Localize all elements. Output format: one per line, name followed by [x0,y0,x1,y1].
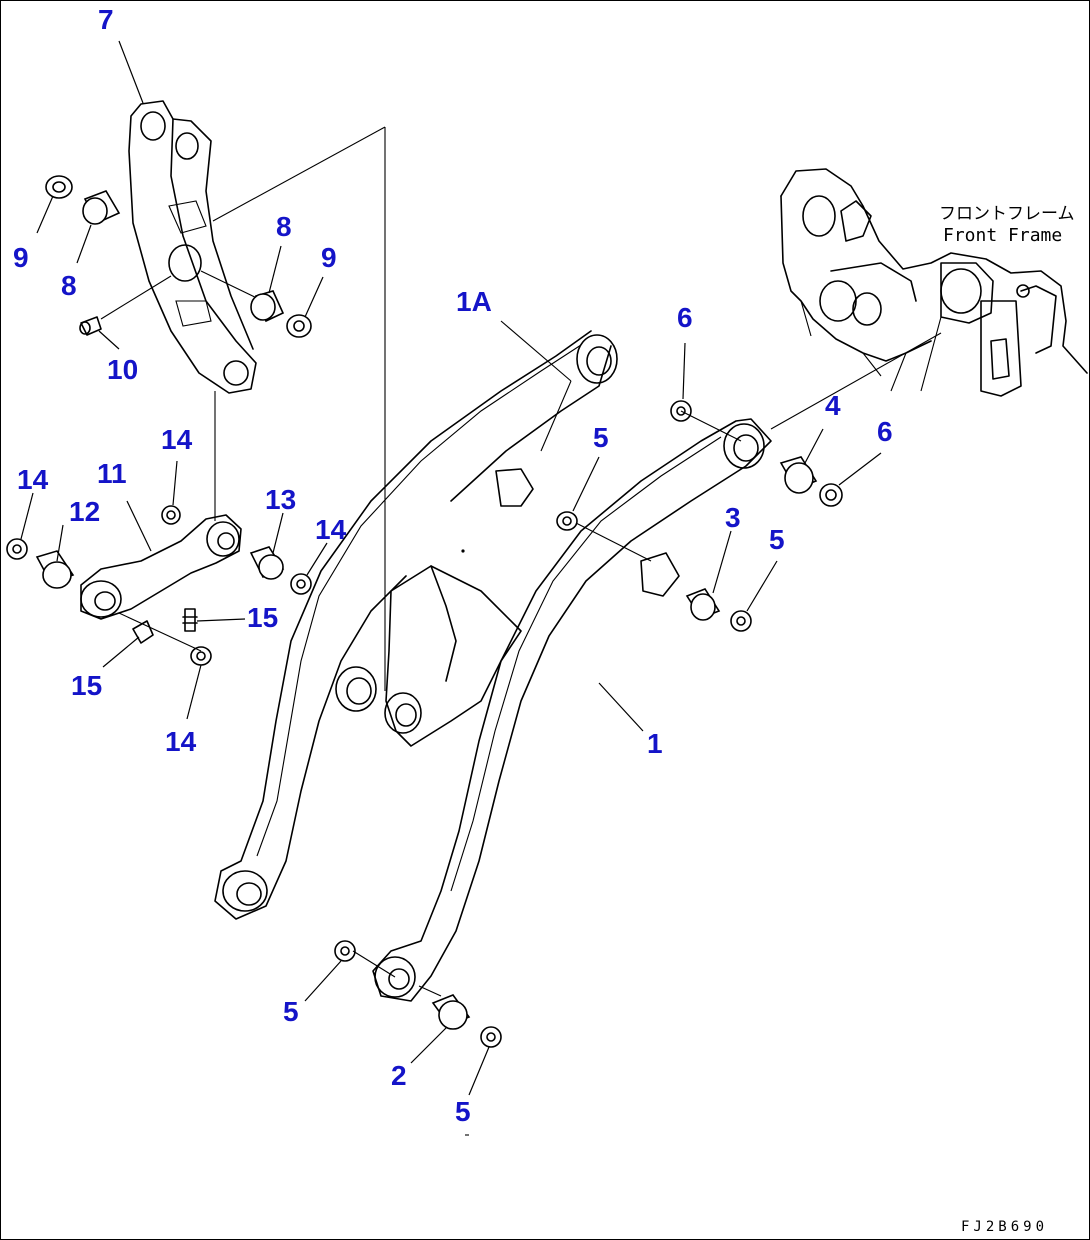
seal-9a [45,175,73,199]
callout-4: 4 [825,390,841,421]
callout-5: 5 [455,1096,471,1127]
bushing-3 [685,588,721,621]
boom-right-arm [372,418,772,1002]
guide-line-crank [212,126,386,222]
boom-cross-beam [335,468,680,747]
seal-14d [190,646,212,666]
callout-2: 2 [391,1060,407,1091]
seal-14c [290,573,312,595]
callout-14: 14 [161,424,193,455]
callout-1: 1 [647,728,663,759]
guide-line-link-pin [118,612,202,652]
guide-line-1a-2 [540,380,572,452]
seal-6a [670,400,692,422]
front-frame [780,168,1088,397]
seal-6b [819,483,843,507]
callout-1a: 1A [456,286,492,317]
bushing-12 [35,550,75,589]
callout-15: 15 [247,602,278,633]
callout-14: 14 [315,514,347,545]
boom-left-arm [214,330,618,920]
callout-5: 5 [283,996,299,1027]
seal-9b [286,314,312,338]
grease-fitting-15a [182,608,198,632]
leader-lines [20,40,882,1096]
guide-line-seal-6 [680,410,742,442]
guide-line-bushing [200,270,264,302]
callout-14: 14 [17,464,49,495]
callout-3: 3 [725,502,741,533]
callout-9: 9 [321,242,337,273]
seal-5a [556,511,578,531]
bushing-13 [249,546,285,580]
guide-line-1a [500,320,572,382]
guide-line-bolt [100,275,172,320]
callout-14: 14 [165,726,197,757]
link-11 [80,514,242,620]
callout-6: 6 [877,416,893,447]
frame-label-japanese: フロントフレーム [939,204,1075,224]
bushing-8b [250,290,285,323]
bushing-8a [82,190,121,225]
drawing-code: FJ2B690 [961,1219,1048,1235]
bushing-4 [779,456,818,494]
guide-line-bottom [352,950,396,978]
callout-13: 13 [265,484,296,515]
callout-15: 15 [71,670,102,701]
callout-10: 10 [107,354,138,385]
callout-11: 11 [97,458,127,489]
seal-5b [730,610,752,632]
callout-9: 9 [13,242,29,273]
seal-14b [161,505,181,525]
callout-12: 12 [69,496,100,527]
frame-label-english: Front Frame [943,225,1062,246]
guide-line-bottom-pin [418,985,442,997]
callout-8: 8 [276,211,292,242]
bell-crank [128,100,257,394]
seal-5d [480,1026,502,1048]
bolt-10 [79,316,102,336]
dot-mark [461,549,465,553]
guide-line-seal-5 [575,522,652,562]
seal-14a [6,538,28,560]
callout-7: 7 [98,4,114,35]
callout-8: 8 [61,270,77,301]
bushing-2 [431,994,471,1030]
callout-5: 5 [769,524,785,555]
guide-line-frame [770,332,942,430]
callout-5: 5 [593,422,609,453]
callout-6: 6 [677,302,693,333]
seal-5c [334,940,356,962]
